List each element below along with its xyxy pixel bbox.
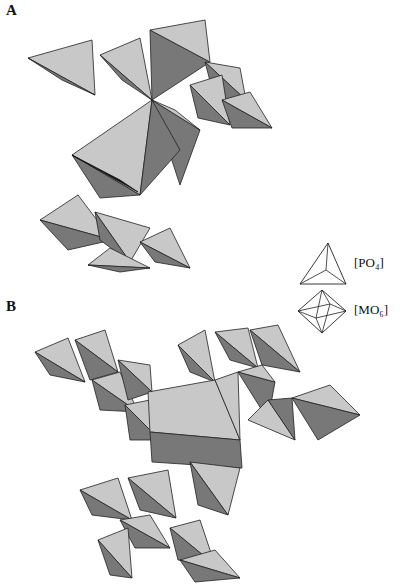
legend-text: [PO₄] bbox=[354, 255, 384, 271]
panel-label: A bbox=[6, 2, 17, 19]
octahedron-symbol bbox=[298, 290, 346, 333]
legend-text: [MO₆] bbox=[354, 302, 388, 318]
tetrahedron-symbol bbox=[300, 243, 346, 284]
panel-label: B bbox=[6, 298, 16, 315]
